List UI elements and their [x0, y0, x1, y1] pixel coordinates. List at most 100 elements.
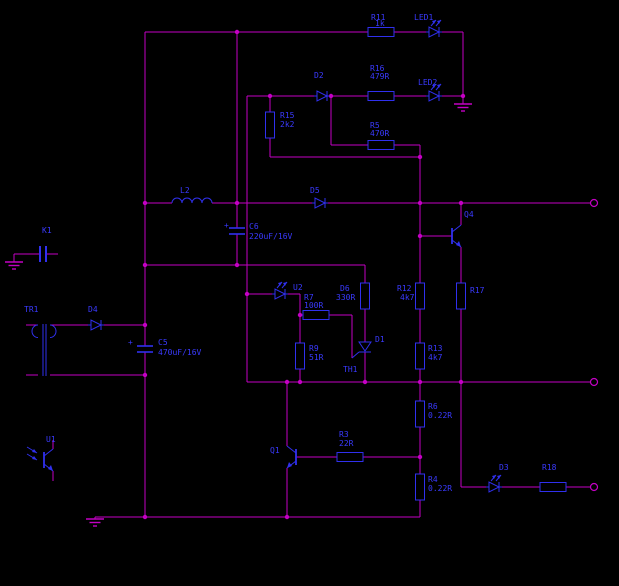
part-D5[interactable]	[312, 197, 328, 209]
part-label: 4k7	[400, 293, 415, 302]
part-D4[interactable]	[88, 319, 104, 331]
part-label: 100R	[304, 301, 323, 310]
terminal-pad[interactable]	[589, 482, 599, 492]
part-L2[interactable]	[171, 197, 213, 204]
part-label: 0.22R	[428, 484, 452, 493]
part-R4[interactable]	[415, 473, 425, 501]
part-R17[interactable]	[456, 282, 466, 310]
part-label: R9	[309, 344, 319, 353]
part-U2[interactable]	[272, 281, 288, 300]
part-LED2[interactable]	[426, 83, 442, 102]
part-D6[interactable]	[360, 282, 370, 310]
junction-dot	[234, 262, 240, 268]
junction-dot	[297, 379, 303, 385]
ground-symbols	[5, 103, 472, 527]
part-R9[interactable]	[295, 342, 305, 370]
junction-dot	[284, 514, 290, 520]
part-label: 330R	[336, 293, 355, 302]
junction-dot	[142, 322, 148, 328]
part-label: R6	[428, 402, 438, 411]
parts	[26, 19, 567, 501]
junction-dot	[244, 291, 250, 297]
junction-dot	[284, 379, 290, 385]
part-TR1[interactable]	[31, 324, 57, 376]
part-R16[interactable]	[367, 91, 395, 101]
part-label: 479R	[370, 72, 389, 81]
terminal-pad[interactable]	[589, 377, 599, 387]
junction-dot	[234, 200, 240, 206]
part-R5[interactable]	[367, 140, 395, 150]
junction-dot	[234, 29, 240, 35]
terminal-pad[interactable]	[589, 198, 599, 208]
junction-dot	[362, 379, 368, 385]
part-label: 470R	[370, 129, 389, 138]
junction-dot	[460, 93, 466, 99]
part-C5[interactable]	[137, 345, 153, 353]
junction-dot	[142, 200, 148, 206]
part-label: 2k2	[280, 120, 295, 129]
part-Q4[interactable]	[451, 224, 462, 248]
part-C6[interactable]	[229, 227, 245, 235]
part-D1[interactable]	[351, 341, 372, 359]
part-R15[interactable]	[265, 111, 275, 139]
part-label: D5	[310, 186, 320, 195]
part-label: Q4	[464, 210, 474, 219]
part-label: 470uF/16V	[158, 348, 202, 357]
junction-dot	[417, 233, 423, 239]
part-R7[interactable]	[302, 310, 330, 320]
junction-dot	[142, 262, 148, 268]
part-R11[interactable]	[367, 27, 395, 37]
part-label: R11	[371, 13, 386, 22]
junction-dot	[417, 454, 423, 460]
junction-dots	[142, 29, 466, 520]
part-label: 0.22R	[428, 411, 452, 420]
part-D3[interactable]	[486, 474, 502, 493]
part-D2[interactable]	[314, 90, 330, 102]
junction-dot	[142, 372, 148, 378]
part-label: 22R	[339, 439, 354, 448]
part-label: R17	[470, 286, 485, 295]
part-label: R15	[280, 111, 295, 120]
part-label: 220uF/16V	[249, 232, 293, 241]
output-terminals[interactable]	[589, 198, 599, 492]
part-label: D3	[499, 463, 509, 472]
junction-dot	[297, 312, 303, 318]
part-label: L2	[180, 186, 190, 195]
part-label: TR1	[24, 305, 39, 314]
part-label: K1	[42, 226, 52, 235]
junction-dot	[417, 379, 423, 385]
part-U1[interactable]	[26, 446, 54, 472]
junction-dot	[458, 200, 464, 206]
part-R13[interactable]	[415, 342, 425, 370]
part-R6[interactable]	[415, 400, 425, 428]
part-R3[interactable]	[336, 452, 364, 462]
part-label: R4	[428, 475, 438, 484]
part-label: 1k	[375, 19, 385, 28]
part-Q1[interactable]	[286, 445, 297, 469]
part-label: TH1	[343, 365, 358, 374]
part-label: R16	[370, 64, 385, 73]
part-label: R3	[339, 430, 349, 439]
part-label: Q1	[270, 446, 280, 455]
part-label: R5	[370, 121, 380, 130]
part-label: D4	[88, 305, 98, 314]
junction-dot	[458, 379, 464, 385]
part-label: R18	[542, 463, 557, 472]
junction-dot	[267, 93, 273, 99]
part-R18[interactable]	[539, 482, 567, 492]
part-K1[interactable]	[39, 246, 47, 262]
part-label: D6	[340, 284, 350, 293]
junction-dot	[328, 93, 334, 99]
part-LED1[interactable]	[426, 19, 442, 38]
junction-dot	[142, 514, 148, 520]
part-label: D1	[375, 335, 385, 344]
part-label: 51R	[309, 353, 324, 362]
part-label: R13	[428, 344, 443, 353]
part-label: D2	[314, 71, 324, 80]
part-label: +	[224, 221, 229, 230]
wires	[13, 31, 590, 519]
part-R12[interactable]	[415, 282, 425, 310]
